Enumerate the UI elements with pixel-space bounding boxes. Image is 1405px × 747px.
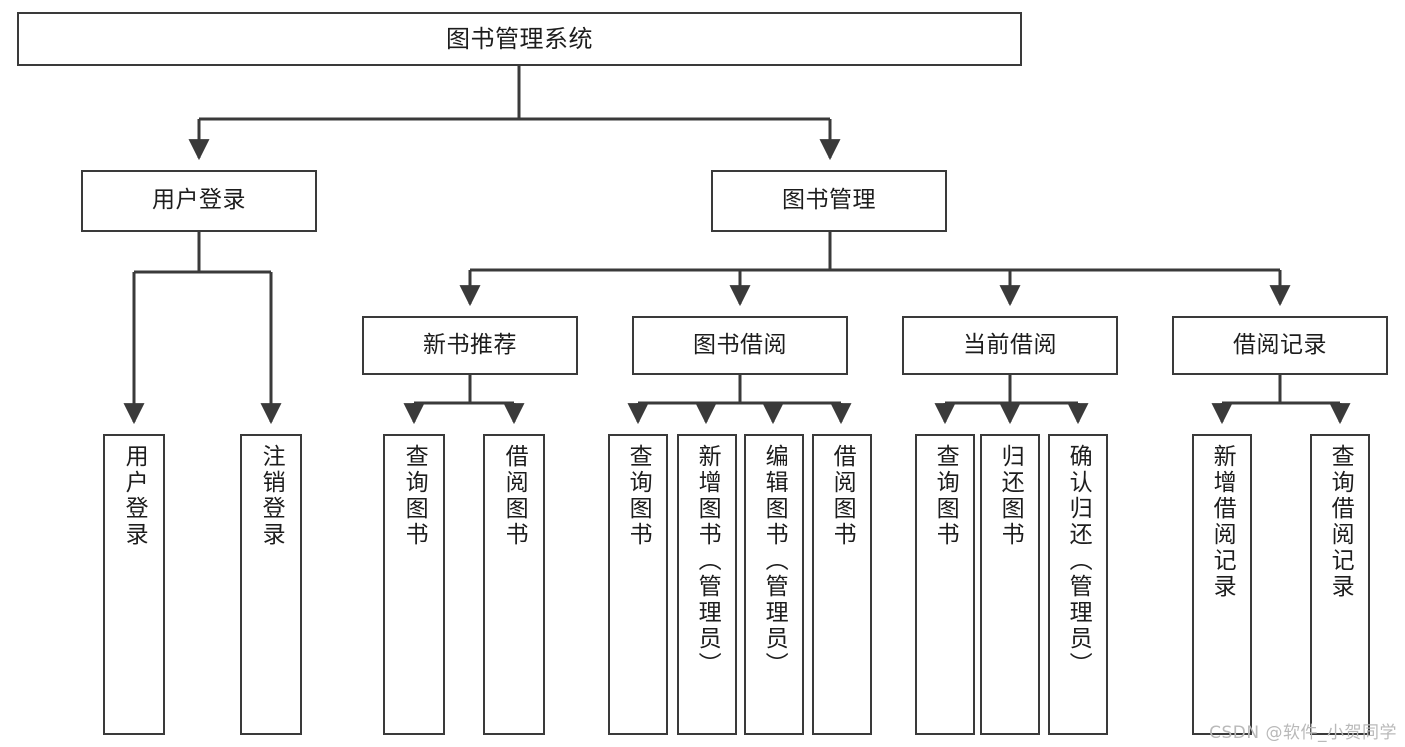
node-label: 归还图书: [997, 444, 1024, 548]
node-leaf-query-book-recommend[interactable]: 查询图书: [383, 434, 445, 735]
node-book-management[interactable]: 图书管理: [711, 170, 947, 232]
node-label: 新增借阅记录: [1209, 444, 1236, 600]
node-label: 用户登录: [121, 444, 148, 548]
node-leaf-add-borrow-record[interactable]: 新增借阅记录: [1192, 434, 1252, 735]
node-label: 借阅记录: [1233, 331, 1327, 358]
node-borrow-record[interactable]: 借阅记录: [1172, 316, 1388, 375]
watermark: CSDN @软件_小贺同学: [1209, 723, 1397, 743]
node-label: 当前借阅: [963, 331, 1057, 358]
node-book-borrow[interactable]: 图书借阅: [632, 316, 848, 375]
node-label: 注销登录: [258, 444, 285, 548]
node-label: 编辑图书（管理员）: [761, 444, 788, 678]
node-label: 查询图书: [932, 444, 959, 548]
node-label: 查询借阅记录: [1327, 444, 1354, 600]
node-leaf-query-book-borrow[interactable]: 查询图书: [608, 434, 668, 735]
node-label: 确认归还（管理员）: [1065, 444, 1092, 678]
node-label: 图书借阅: [693, 331, 787, 358]
node-label: 用户登录: [152, 187, 246, 214]
node-root-book-management-system[interactable]: 图书管理系统: [17, 12, 1022, 66]
node-new-book-recommend[interactable]: 新书推荐: [362, 316, 578, 375]
node-label: 借阅图书: [501, 444, 528, 548]
node-label: 借阅图书: [829, 444, 856, 548]
node-leaf-return-book[interactable]: 归还图书: [980, 434, 1040, 735]
node-leaf-query-book-current[interactable]: 查询图书: [915, 434, 975, 735]
node-leaf-logout[interactable]: 注销登录: [240, 434, 302, 735]
node-leaf-confirm-return[interactable]: 确认归还（管理员）: [1048, 434, 1108, 735]
node-label: 新增图书（管理员）: [694, 444, 721, 678]
node-leaf-add-book[interactable]: 新增图书（管理员）: [677, 434, 737, 735]
node-current-borrow[interactable]: 当前借阅: [902, 316, 1118, 375]
node-leaf-borrow-book-recommend[interactable]: 借阅图书: [483, 434, 545, 735]
node-leaf-borrow-book[interactable]: 借阅图书: [812, 434, 872, 735]
node-label: 查询图书: [401, 444, 428, 548]
node-label: 图书管理系统: [446, 24, 593, 53]
node-leaf-edit-book[interactable]: 编辑图书（管理员）: [744, 434, 804, 735]
node-leaf-query-borrow-record[interactable]: 查询借阅记录: [1310, 434, 1370, 735]
node-label: 图书管理: [782, 187, 876, 214]
node-label: 查询图书: [625, 444, 652, 548]
node-user-login[interactable]: 用户登录: [81, 170, 317, 232]
node-label: 新书推荐: [423, 331, 517, 358]
node-leaf-user-login[interactable]: 用户登录: [103, 434, 165, 735]
